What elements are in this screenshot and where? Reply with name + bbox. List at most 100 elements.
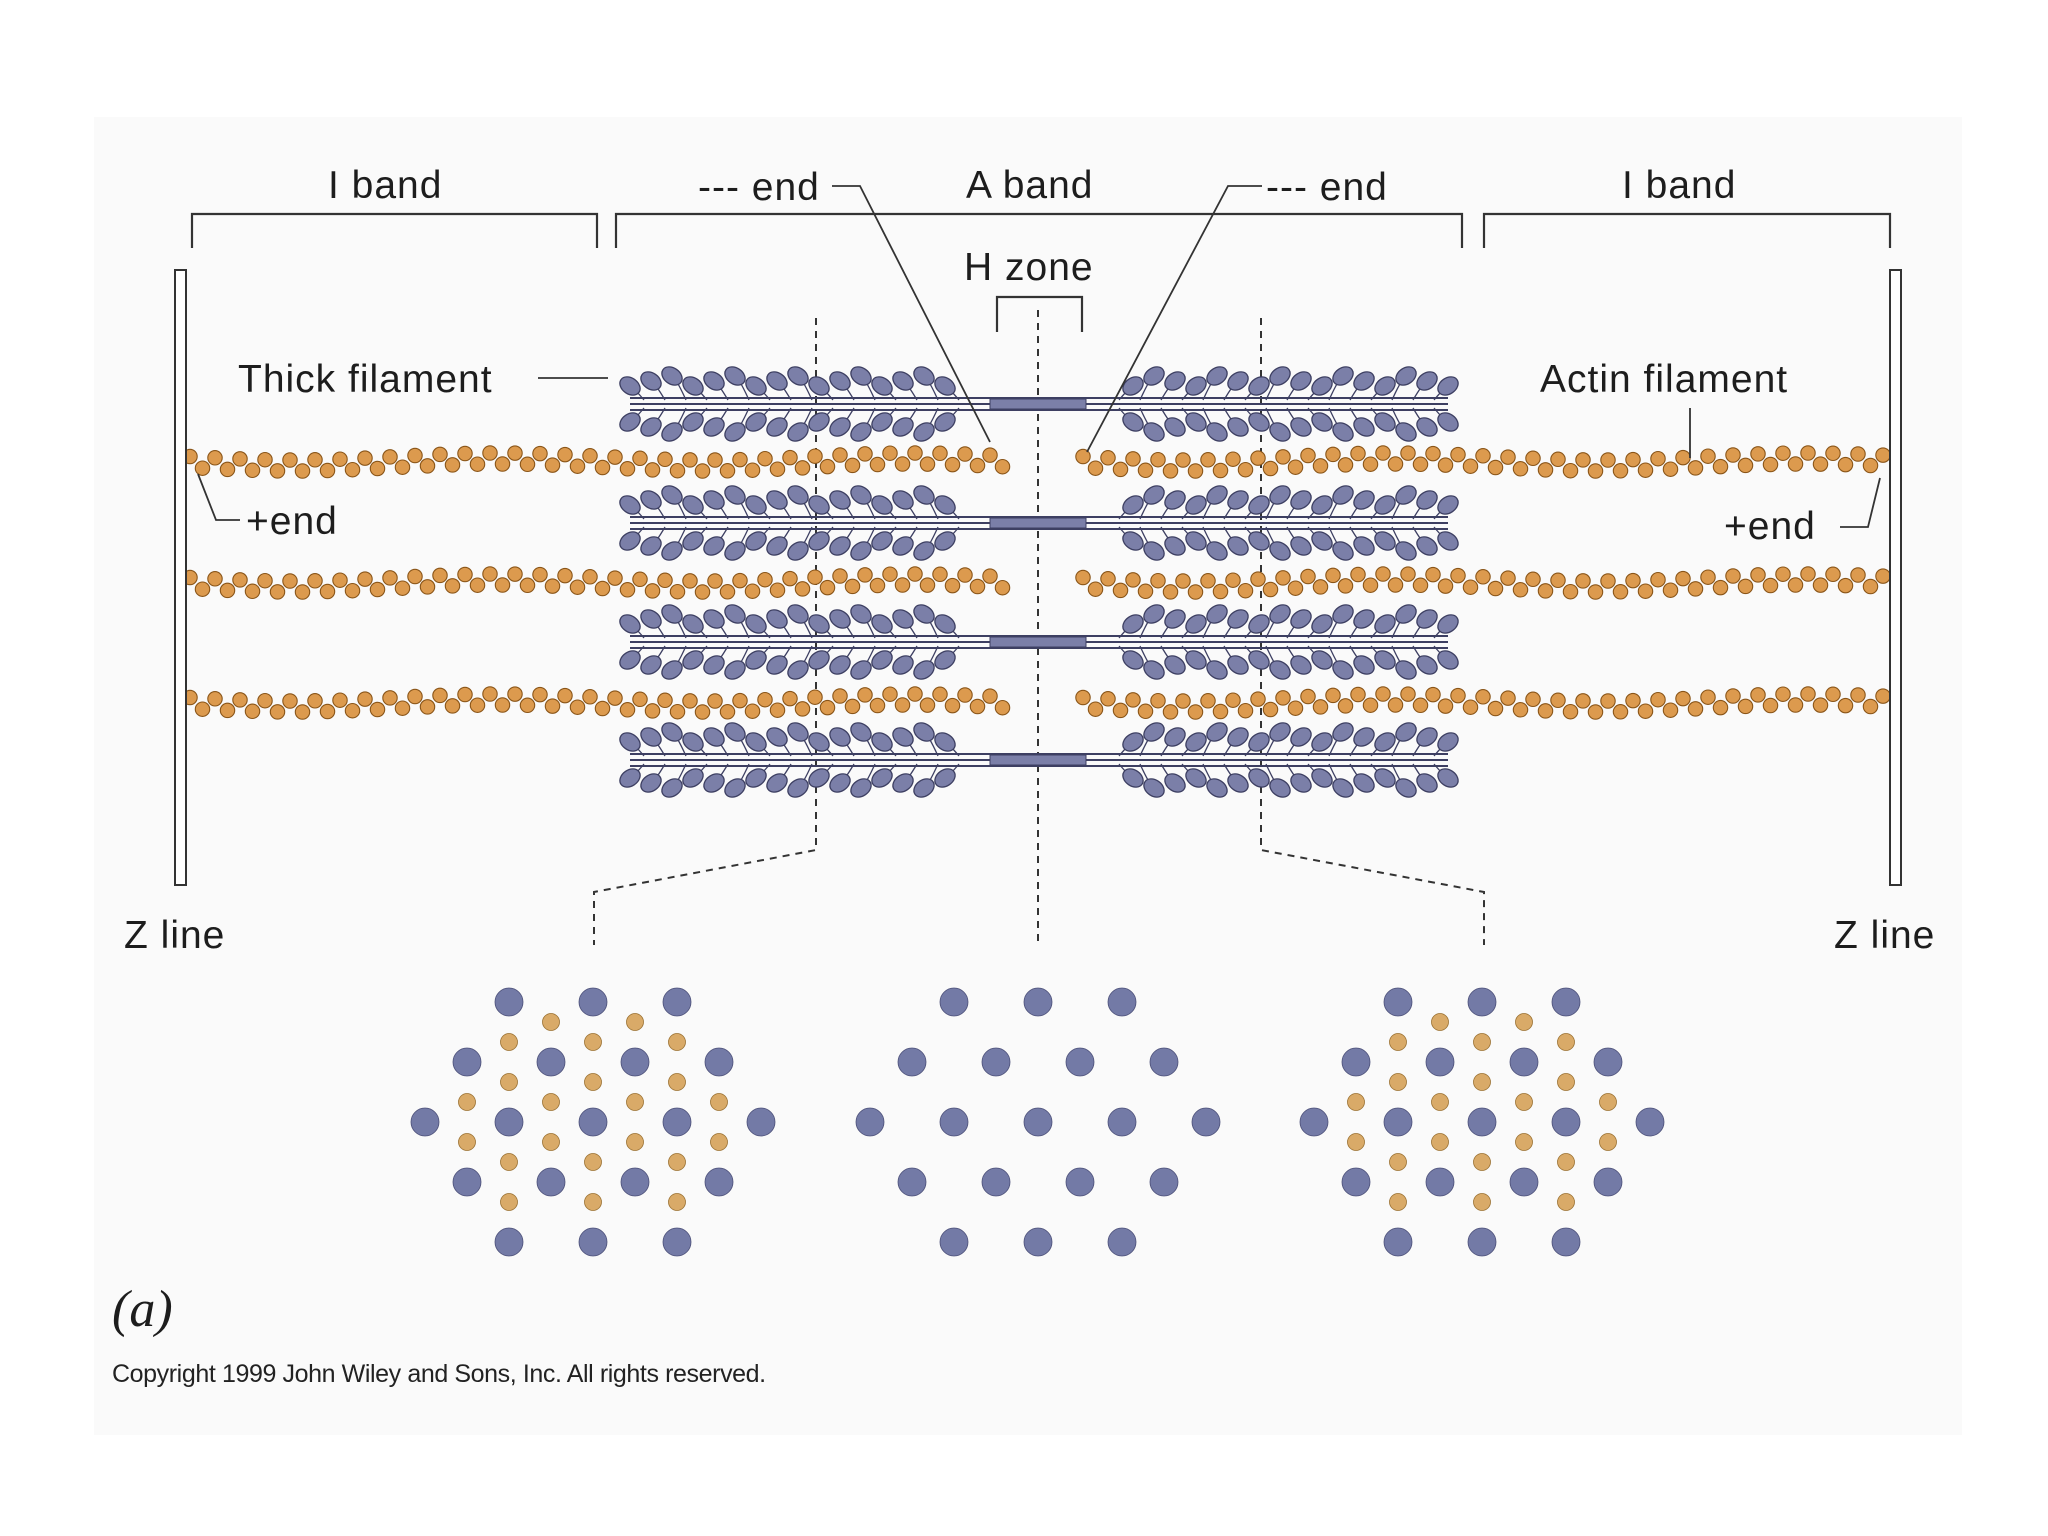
- actin-bead: [1488, 460, 1502, 474]
- myosin-head: [910, 657, 937, 683]
- actin-bead: [208, 572, 222, 586]
- actin-bead: [758, 452, 772, 466]
- myosin-head: [658, 719, 685, 745]
- actin-bead: [908, 567, 922, 581]
- thin-filament-dot: [669, 1074, 686, 1091]
- actin-bead: [945, 698, 959, 712]
- myosin-head: [763, 724, 790, 750]
- actin-bead: [758, 573, 772, 587]
- actin-bead: [620, 703, 634, 717]
- actin-bead: [1801, 687, 1815, 701]
- actin-bead: [608, 571, 622, 585]
- myosin-head: [637, 533, 664, 559]
- thick-filament-dot: [1066, 1168, 1094, 1196]
- myosin-head: [1392, 419, 1419, 445]
- thin-filament-dot: [543, 1014, 560, 1031]
- myosin-head: [1266, 419, 1293, 445]
- thick-filament-dot: [1300, 1108, 1328, 1136]
- myosin-head: [1329, 775, 1356, 801]
- actin-bead: [1113, 703, 1127, 717]
- actin-bead: [383, 571, 397, 585]
- actin-bead: [845, 579, 859, 593]
- actin-bead: [870, 457, 884, 471]
- actin-bead: [445, 458, 459, 472]
- actin-bead: [533, 567, 547, 581]
- thin-filament-dot: [627, 1094, 644, 1111]
- actin-bead: [1826, 567, 1840, 581]
- myosin-head: [1266, 601, 1293, 627]
- actin-bead: [770, 703, 784, 717]
- myosin-head: [1287, 414, 1314, 440]
- actin-bead: [1463, 580, 1477, 594]
- leader-lines: [198, 186, 1880, 527]
- actin-bead: [1838, 698, 1852, 712]
- myosin-head: [826, 487, 853, 513]
- thick-filament-dot: [579, 1108, 607, 1136]
- actin-bead: [533, 687, 547, 701]
- actin-bead: [1526, 692, 1540, 706]
- actin-bead: [195, 582, 209, 596]
- actin-bead: [1338, 458, 1352, 472]
- actin-bead: [1526, 451, 1540, 465]
- actin-bead: [433, 447, 447, 461]
- myosin-head: [889, 487, 916, 513]
- myosin-head: [1161, 533, 1188, 559]
- cross-section-overlap-right: [1300, 988, 1664, 1256]
- actin-bead: [1138, 463, 1152, 477]
- myosin-head: [658, 482, 685, 508]
- z-line-right: [1890, 270, 1901, 885]
- actin-bead: [808, 570, 822, 584]
- actin-bead: [370, 582, 384, 596]
- actin-bead: [1813, 457, 1827, 471]
- actin-bead: [1651, 452, 1665, 466]
- actin-bead: [633, 572, 647, 586]
- i-band-right-bracket: [1484, 214, 1890, 248]
- myosin-head: [1413, 606, 1440, 632]
- actin-bead: [983, 569, 997, 583]
- actin-bead: [858, 447, 872, 461]
- myosin-head: [826, 533, 853, 559]
- actin-bead: [1763, 457, 1777, 471]
- actin-bead: [370, 461, 384, 475]
- actin-bead: [420, 580, 434, 594]
- thick-filament-dot: [1468, 1228, 1496, 1256]
- actin-bead: [1863, 579, 1877, 593]
- actin-bead: [220, 583, 234, 597]
- thick-filament-dot: [1468, 1108, 1496, 1136]
- i-band-left-bracket: [192, 214, 597, 248]
- actin-bead: [1176, 453, 1190, 467]
- myosin-head: [1392, 482, 1419, 508]
- actin-bead: [270, 585, 284, 599]
- actin-bead: [545, 579, 559, 593]
- actin-bead: [658, 452, 672, 466]
- actin-bead: [1651, 573, 1665, 587]
- actin-bead: [1313, 459, 1327, 473]
- actin-bead: [1276, 450, 1290, 464]
- actin-bead: [1738, 579, 1752, 593]
- actin-bead: [1188, 464, 1202, 478]
- actin-bead: [658, 693, 672, 707]
- myosin-head: [1392, 363, 1419, 389]
- actin-bead: [1476, 570, 1490, 584]
- myosin-head: [1350, 414, 1377, 440]
- thick-filament-dot: [621, 1168, 649, 1196]
- myosin-head: [1413, 414, 1440, 440]
- z-line-right-label: Z line: [1834, 916, 1935, 955]
- actin-bead: [1363, 578, 1377, 592]
- myosin-head: [1329, 482, 1356, 508]
- myosin-head: [847, 419, 874, 445]
- actin-bead: [1188, 705, 1202, 719]
- actin-bead: [1238, 584, 1252, 598]
- myosin-head: [1140, 657, 1167, 683]
- actin-bead: [608, 691, 622, 705]
- actin-bead: [1388, 698, 1402, 712]
- thick-filament-dot: [1108, 988, 1136, 1016]
- actin-bead: [583, 690, 597, 704]
- actin-bead: [1513, 462, 1527, 476]
- actin-bead: [245, 463, 259, 477]
- actin-bead: [458, 567, 472, 581]
- actin-bead: [370, 702, 384, 716]
- myosin-head: [889, 414, 916, 440]
- actin-bead: [1288, 460, 1302, 474]
